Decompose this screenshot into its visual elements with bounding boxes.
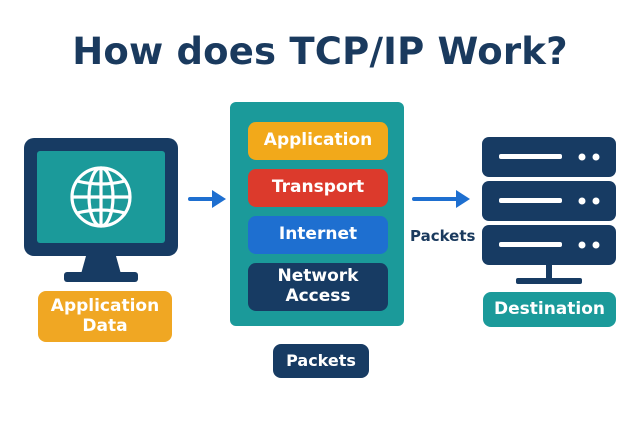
layer-internet: Internet [248,216,388,254]
packets-arrow-label: Packets [410,227,476,245]
globe-icon [70,166,132,228]
layer-application: Application [248,122,388,160]
server-icon [482,137,616,284]
destination-label: Destination [483,292,616,327]
application-data-label: Application Data [38,291,172,342]
diagram-title: How does TCP/IP Work? [72,30,568,73]
layer-transport: Transport [248,169,388,207]
arrow-right-icon [412,190,470,208]
packets-badge: Packets [273,344,369,378]
layer-network-access: Network Access [248,263,388,311]
arrow-right-icon [188,190,226,208]
